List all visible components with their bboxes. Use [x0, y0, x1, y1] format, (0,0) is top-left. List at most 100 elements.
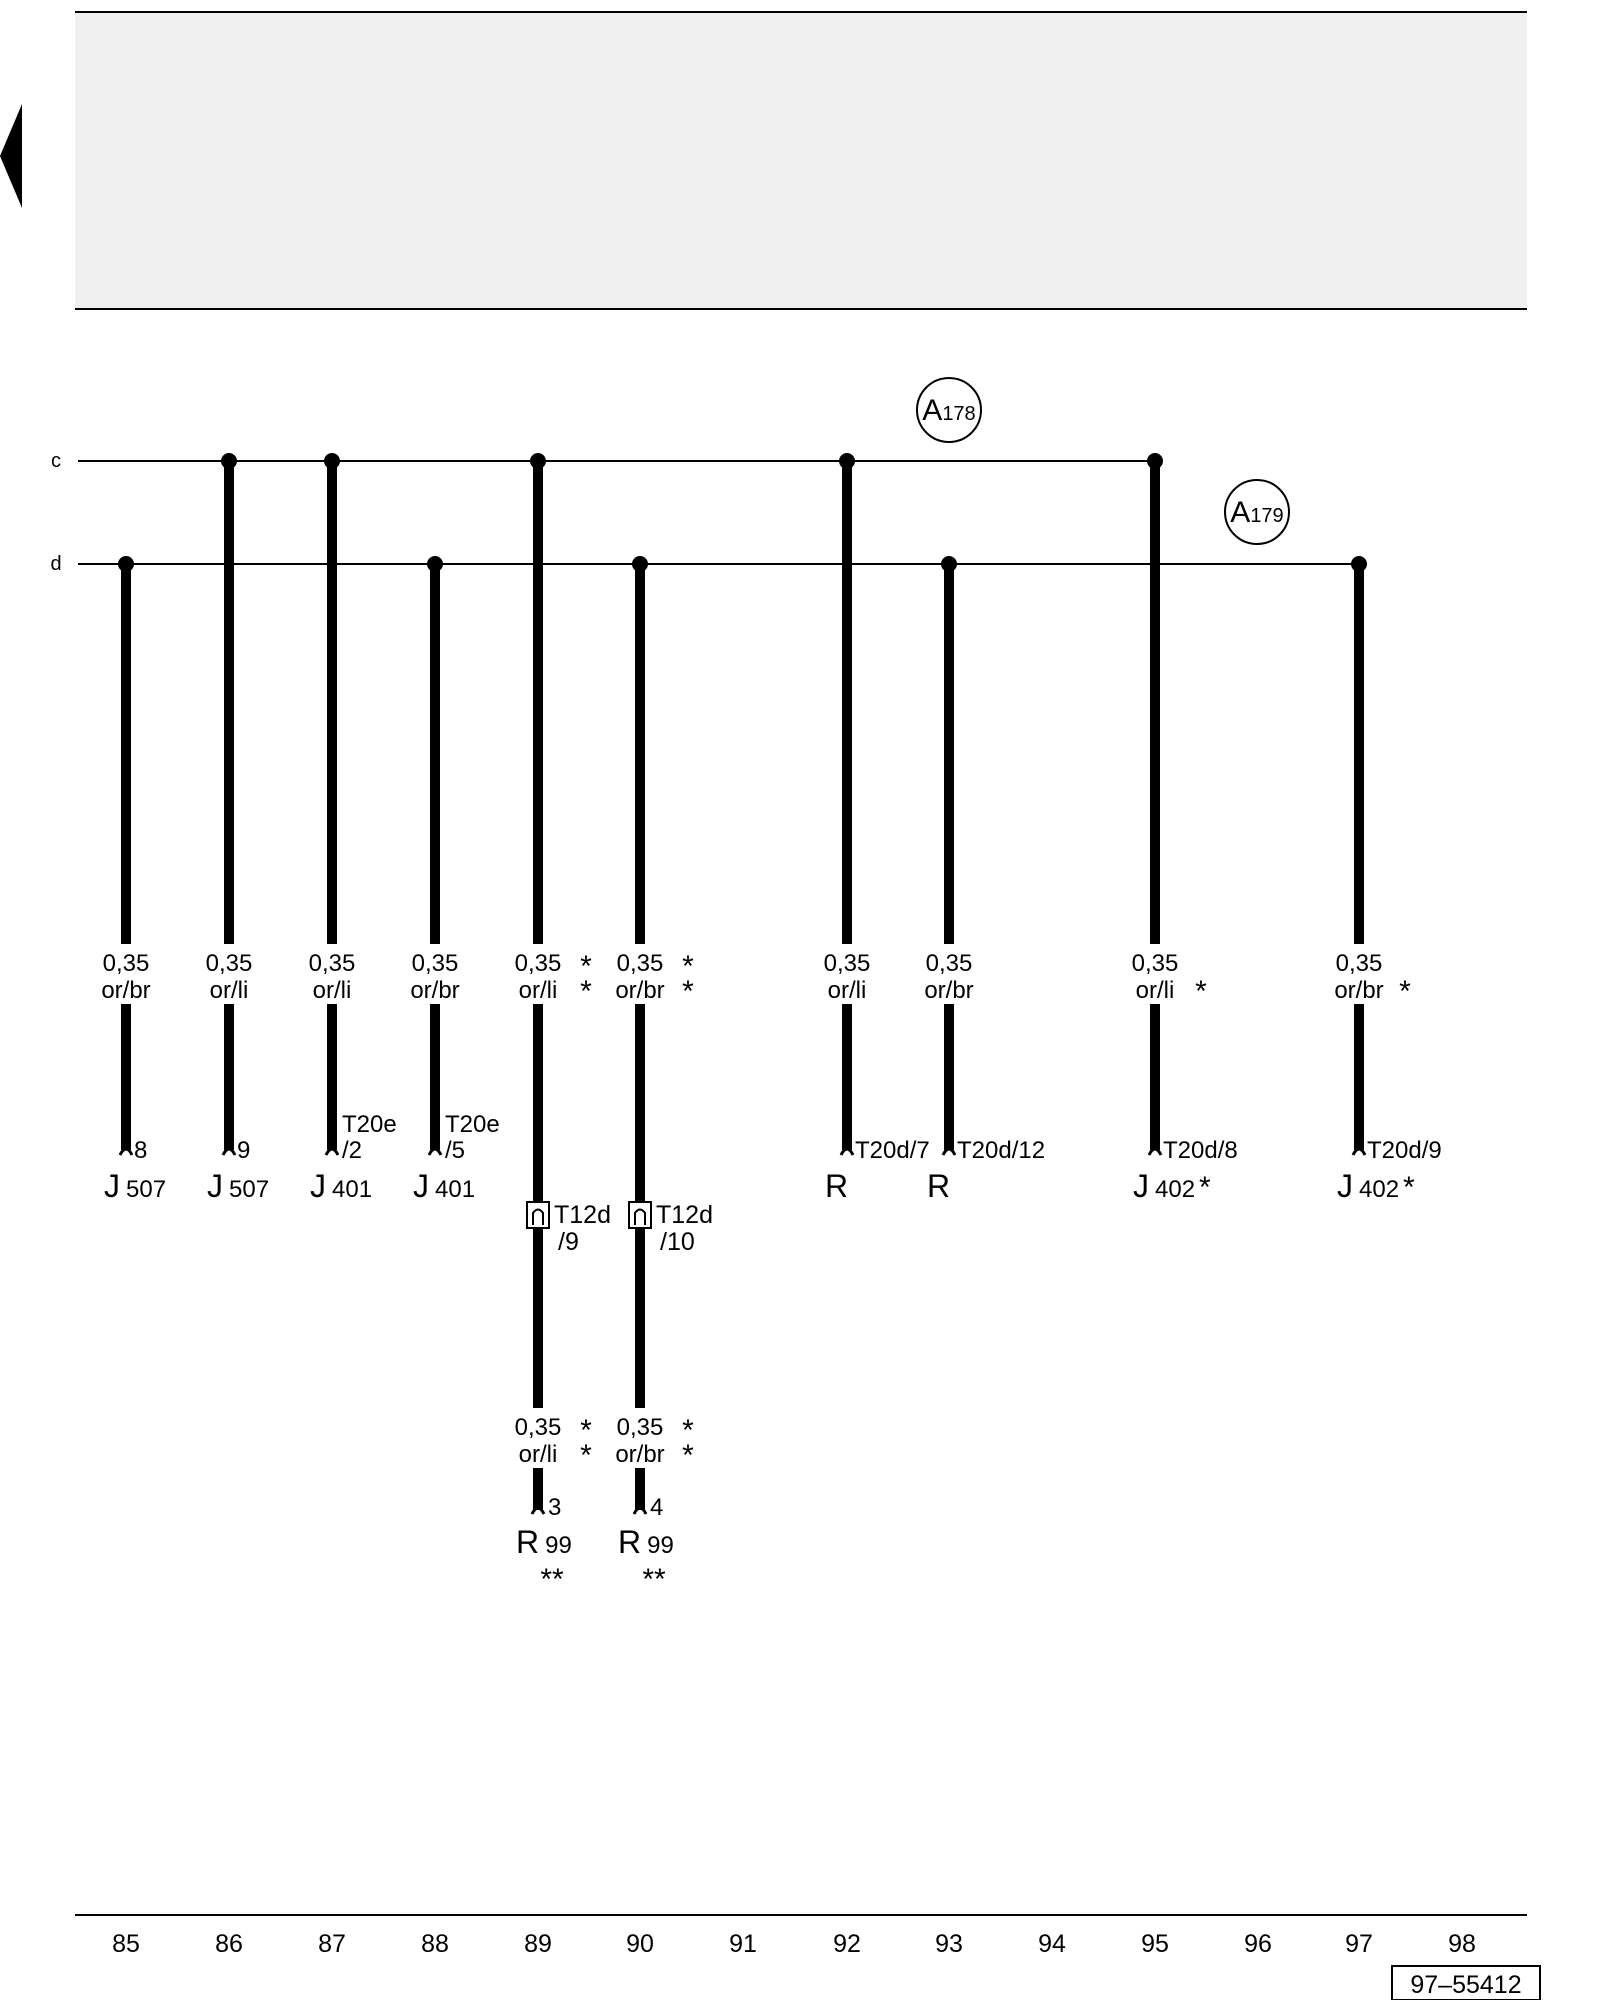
upper-star: * [580, 950, 592, 983]
pin-label: T20e [342, 1111, 397, 1138]
track-number: 90 [626, 1930, 654, 1958]
pin-contact-icon [941, 1147, 957, 1156]
track-number: 97 [1345, 1930, 1373, 1958]
location-label: A179 [1230, 496, 1283, 529]
upper-cross-section: 0,35 [309, 950, 356, 977]
document-number: 97–55412 [1410, 1971, 1521, 1999]
pin-label: T20d/9 [1367, 1137, 1442, 1164]
upper-star: * [682, 950, 694, 983]
pin-contact-icon [632, 1506, 648, 1515]
upper-color-code: or/li [210, 977, 249, 1004]
upper-star: * [682, 975, 694, 1008]
upper-cross-section: 0,35 [515, 950, 562, 977]
pin-contact-icon [221, 1147, 237, 1156]
lower-color-code: or/li [519, 1441, 558, 1468]
lower-label-gap [502, 1408, 574, 1468]
pin-contact-icon [1147, 1147, 1163, 1156]
upper-cross-section: 0,35 [206, 950, 253, 977]
upper-color-code: or/br [924, 977, 973, 1004]
track-number: 94 [1038, 1930, 1066, 1958]
junction-dot [427, 556, 443, 572]
location-marker: A179 [1224, 479, 1290, 545]
upper-label-gap [399, 944, 471, 1004]
upper-cross-section: 0,35 [412, 950, 459, 977]
location-circle [1224, 479, 1290, 545]
upper-color-code: or/br [1334, 977, 1383, 1004]
lower-cross-section: 0,35 [617, 1414, 664, 1441]
upper-label-gap [811, 944, 883, 1004]
upper-label-gap [604, 944, 676, 1004]
connector-label: T12d [656, 1201, 713, 1229]
pin-component-label: R [927, 1168, 950, 1204]
upper-label-gap [296, 944, 368, 1004]
upper-label-gap [193, 944, 265, 1004]
connector-label: T12d [554, 1201, 611, 1229]
connector-label: /10 [660, 1228, 695, 1256]
upper-cross-section: 0,35 [1132, 950, 1179, 977]
upper-label-gap [90, 944, 162, 1004]
lower-star: * [580, 1414, 592, 1447]
pin-label: 9 [237, 1137, 250, 1164]
track-number: 91 [729, 1930, 757, 1958]
lower-color-code: or/br [615, 1441, 664, 1468]
lower-star: * [580, 1439, 592, 1472]
bus-label-d: d [50, 553, 61, 575]
previous-page-arrow-icon[interactable] [0, 104, 22, 208]
pin-label: 4 [650, 1494, 663, 1521]
pin-contact-icon [324, 1147, 340, 1156]
junction-dot [632, 556, 648, 572]
junction-dot [1351, 556, 1367, 572]
upper-color-code: or/li [519, 977, 558, 1004]
upper-star: * [1195, 975, 1207, 1008]
pin-label: /5 [445, 1137, 465, 1164]
pin-label: /2 [342, 1137, 362, 1164]
pin-contact-icon [839, 1147, 855, 1156]
track-number: 85 [112, 1930, 140, 1958]
pin-component-label: R [825, 1168, 848, 1204]
connector-icon [634, 1208, 646, 1225]
upper-star: * [1399, 975, 1411, 1008]
connector-icon [532, 1208, 544, 1225]
track-number: 89 [524, 1930, 552, 1958]
pin-contact-icon [118, 1147, 134, 1156]
track-number: 98 [1448, 1930, 1476, 1958]
track-number: 96 [1244, 1930, 1272, 1958]
track-number: 86 [215, 1930, 243, 1958]
component-stars: ** [540, 1563, 564, 1596]
pin-label: T20e [445, 1111, 500, 1138]
junction-dot [1147, 453, 1163, 469]
upper-cross-section: 0,35 [926, 950, 973, 977]
component-stars: ** [642, 1563, 666, 1596]
track-number: 93 [935, 1930, 963, 1958]
upper-label-gap [1119, 944, 1191, 1004]
pin-contact-icon [427, 1147, 443, 1156]
junction-dot [324, 453, 340, 469]
upper-cross-section: 0,35 [1336, 950, 1383, 977]
connector-icon [526, 1201, 550, 1229]
connector-icon [628, 1201, 652, 1229]
upper-color-code: or/br [410, 977, 459, 1004]
junction-dot [941, 556, 957, 572]
pin-label: 8 [134, 1137, 147, 1164]
upper-color-code: or/br [101, 977, 150, 1004]
junction-dot [221, 453, 237, 469]
upper-label-gap [502, 944, 574, 1004]
upper-color-code: or/li [828, 977, 867, 1004]
location-circle [916, 377, 982, 443]
track-number: 88 [421, 1930, 449, 1958]
